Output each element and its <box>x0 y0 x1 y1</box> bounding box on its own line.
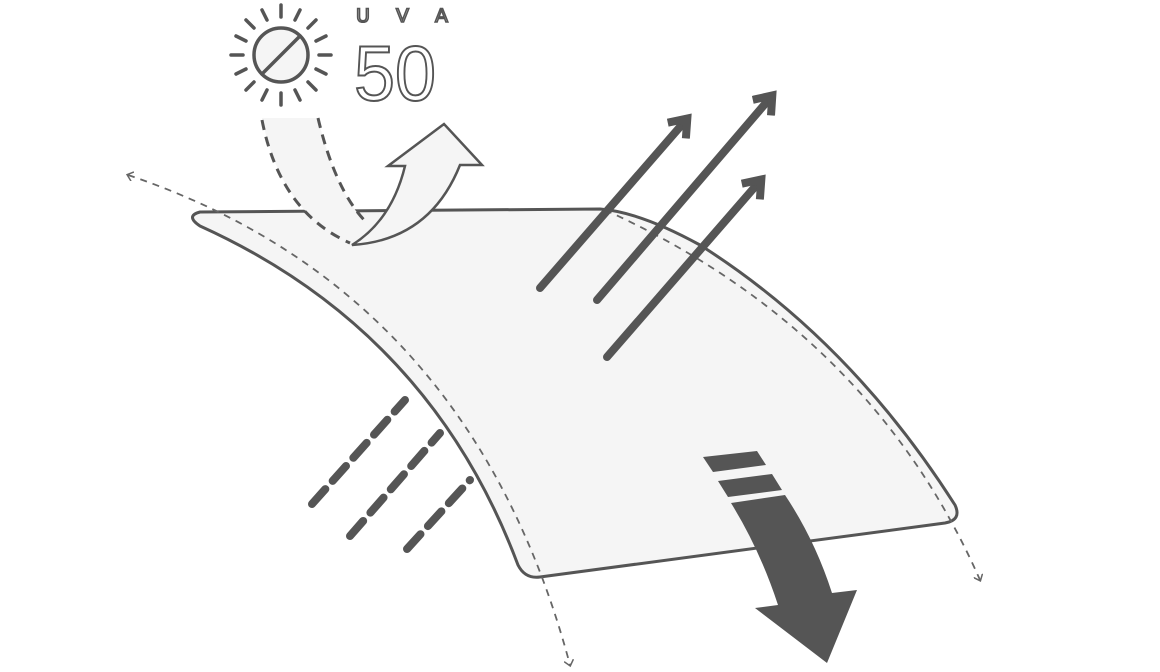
outgoing-moisture-arrows <box>536 97 771 361</box>
upf-value: 50 <box>354 29 436 117</box>
arrow-1 <box>536 120 686 292</box>
sun-blocked-icon <box>229 3 333 107</box>
arrow-2 <box>593 97 771 304</box>
uva-label: U V A <box>356 5 458 27</box>
incoming-air-dashes <box>308 396 474 553</box>
arrow-3 <box>603 181 760 361</box>
reflected-uv-arrow <box>351 122 485 247</box>
incoming-uv-beam <box>260 117 368 245</box>
dashed-arc-right <box>604 209 980 580</box>
downward-arrow <box>703 451 857 663</box>
